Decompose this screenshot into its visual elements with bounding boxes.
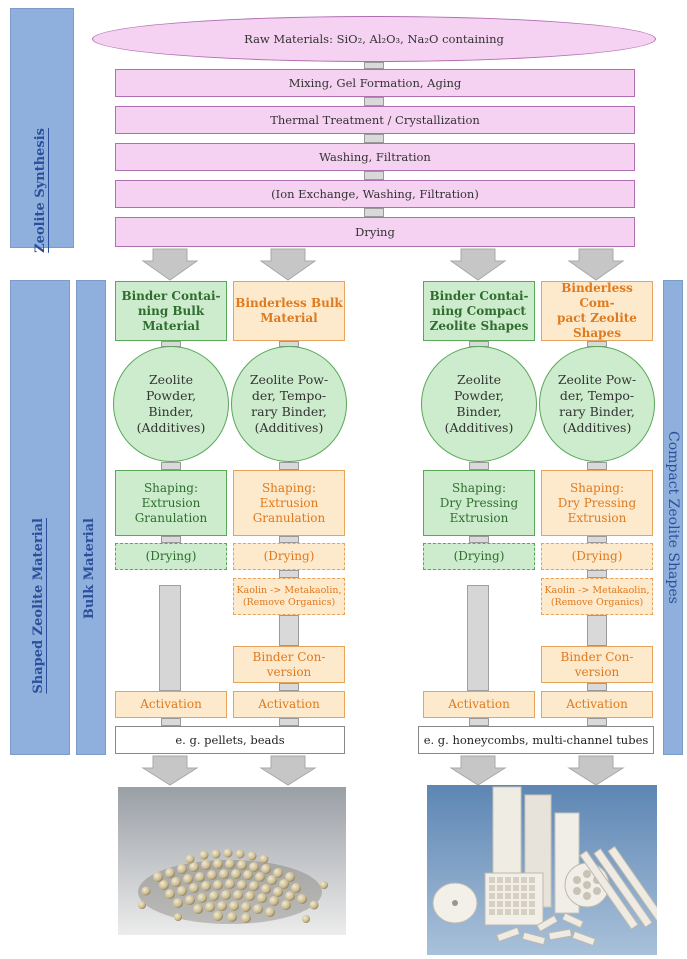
c1-activation: Activation xyxy=(115,691,227,718)
connector xyxy=(364,97,384,106)
connector xyxy=(587,683,607,691)
c2-activation: Activation xyxy=(233,691,345,718)
drying-step: Drying xyxy=(115,217,635,247)
c4-binder-conversion: Binder Con- version xyxy=(541,646,653,683)
c1-header: Binder Contai- ning Bulk Material xyxy=(115,281,227,341)
c4-activation: Activation xyxy=(541,691,653,718)
connector xyxy=(279,536,299,543)
connector xyxy=(587,462,607,470)
connector xyxy=(279,615,299,646)
c2-circle: Zeolite Pow- der, Tempo- rary Binder, (A… xyxy=(231,346,347,462)
c2-drying: (Drying) xyxy=(233,543,345,570)
down-arrow-icon xyxy=(567,248,625,281)
down-arrow-icon xyxy=(449,755,507,786)
zeolite-synthesis-label: Zeolite Synthesis xyxy=(33,128,48,253)
connector xyxy=(469,536,489,543)
c3-drying: (Drying) xyxy=(423,543,535,570)
c2-binder-conversion: Binder Con- version xyxy=(233,646,345,683)
connector xyxy=(469,718,489,726)
c3-circle: Zeolite Powder, Binder, (Additives) xyxy=(421,346,537,462)
mixing-step: Mixing, Gel Formation, Aging xyxy=(115,69,635,97)
c4-shaping: Shaping: Dry Pressing Extrusion xyxy=(541,470,653,536)
honeycomb-photo xyxy=(427,785,657,955)
connector xyxy=(279,718,299,726)
zeolite-synthesis-band: Zeolite Synthesis xyxy=(10,8,74,253)
c4-circle: Zeolite Pow- der, Tempo- rary Binder, (A… xyxy=(539,346,655,462)
honeycomb-image xyxy=(427,785,657,955)
down-arrow-icon xyxy=(259,755,317,786)
shaped-zeolite-band: Shaped Zeolite Material xyxy=(10,280,70,755)
connector xyxy=(161,536,181,543)
c4-drying: (Drying) xyxy=(541,543,653,570)
connector xyxy=(364,208,384,217)
compact-shapes-band: Compact Zeolite Shapes xyxy=(663,280,683,755)
compact-shapes-label: Compact Zeolite Shapes xyxy=(665,431,681,604)
c2-shaping: Shaping: Extrusion Granulation xyxy=(233,470,345,536)
down-arrow-icon xyxy=(449,248,507,281)
connector xyxy=(161,718,181,726)
c4-header: Binderless Com- pact Zeolite Shapes xyxy=(541,281,653,341)
down-arrow-icon xyxy=(567,755,625,786)
down-arrow-icon xyxy=(141,755,199,786)
thermal-step: Thermal Treatment / Crystallization xyxy=(115,106,635,134)
connector xyxy=(364,171,384,180)
washing-step: Washing, Filtration xyxy=(115,143,635,171)
c4-kaolin: Kaolin -> Metakaolin, (Remove Organics) xyxy=(541,578,653,615)
c1-passthrough-bar xyxy=(159,585,181,691)
down-arrow-icon xyxy=(259,248,317,281)
c1-drying: (Drying) xyxy=(115,543,227,570)
down-arrow-icon xyxy=(141,248,199,281)
raw-materials-node: Raw Materials: SiO₂, Al₂O₃, Na₂O contain… xyxy=(92,16,656,62)
connector xyxy=(587,615,607,646)
c2-kaolin: Kaolin -> Metakaolin, (Remove Organics) xyxy=(233,578,345,615)
connector xyxy=(469,462,489,470)
bulk-material-label: Bulk Material xyxy=(82,517,97,619)
down-arrows-top xyxy=(141,248,625,281)
c1-shaping: Shaping: Extrusion Granulation xyxy=(115,470,227,536)
bulk-example-bar: e. g. pellets, beads xyxy=(115,726,345,754)
connector xyxy=(587,536,607,543)
connector xyxy=(587,718,607,726)
pellets-image xyxy=(118,787,346,935)
c3-passthrough-bar xyxy=(467,585,489,691)
down-arrows-bottom xyxy=(141,755,625,786)
pellets-photo xyxy=(118,787,346,935)
c3-shaping: Shaping: Dry Pressing Extrusion xyxy=(423,470,535,536)
connector xyxy=(364,134,384,143)
connector xyxy=(279,462,299,470)
connector xyxy=(279,683,299,691)
c2-header: Binderless Bulk Material xyxy=(233,281,345,341)
c1-circle: Zeolite Powder, Binder, (Additives) xyxy=(113,346,229,462)
compact-example-bar: e. g. honeycombs, multi-channel tubes xyxy=(418,726,654,754)
shaped-zeolite-label: Shaped Zeolite Material xyxy=(31,517,46,694)
connector xyxy=(279,570,299,578)
connector xyxy=(364,62,384,69)
c3-header: Binder Contai- ning Compact Zeolite Shap… xyxy=(423,281,535,341)
ion-exchange-step: (Ion Exchange, Washing, Filtration) xyxy=(115,180,635,208)
bulk-material-band: Bulk Material xyxy=(76,280,106,755)
connector xyxy=(161,462,181,470)
c3-activation: Activation xyxy=(423,691,535,718)
connector xyxy=(587,570,607,578)
